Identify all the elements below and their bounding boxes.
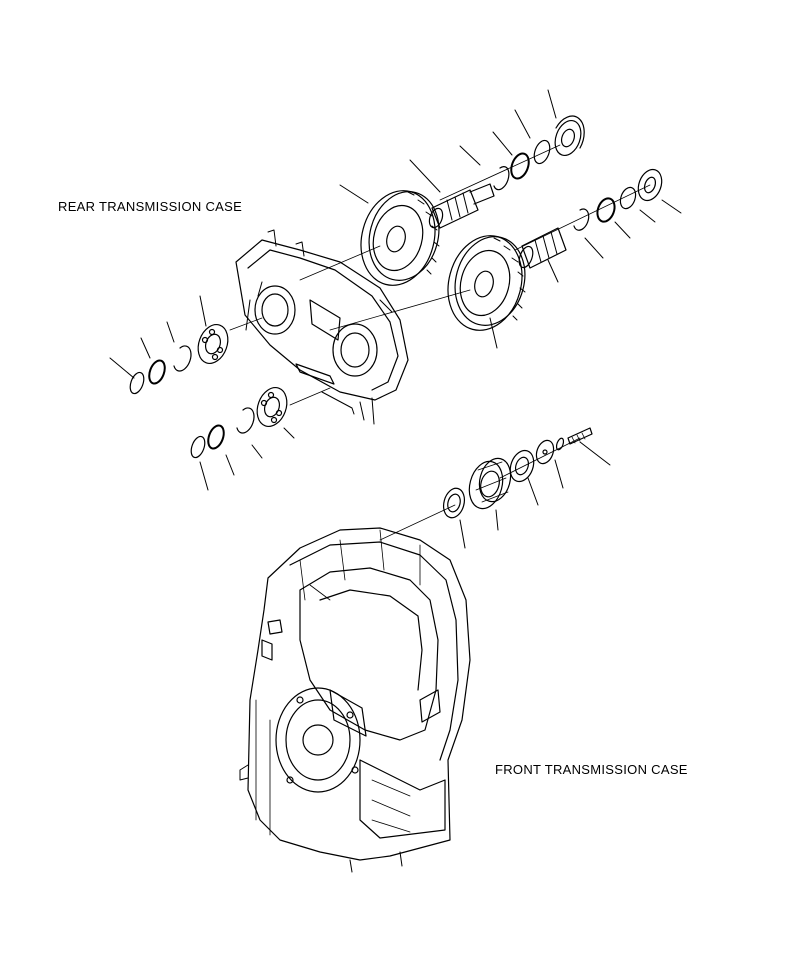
bearing-left-2 bbox=[252, 383, 292, 430]
assembly-axes bbox=[230, 145, 650, 540]
snap-ring-top-2 bbox=[508, 151, 532, 181]
bearing-lower bbox=[506, 447, 538, 485]
bearing-left-1 bbox=[193, 320, 233, 367]
circlip-left-2 bbox=[237, 408, 254, 433]
rear-transmission-case bbox=[236, 230, 408, 424]
bearing-top-right bbox=[551, 116, 586, 159]
large-gear-middle bbox=[438, 227, 535, 338]
circlip-left-1 bbox=[174, 346, 191, 371]
rear-transmission-case-label: REAR TRANSMISSION CASE bbox=[58, 199, 243, 214]
washer-plate bbox=[533, 438, 556, 466]
front-transmission-case-label: FRONT TRANSMISSION CASE bbox=[495, 762, 688, 777]
snap-ring-top-1 bbox=[531, 138, 552, 165]
snap-ring-right-2a bbox=[618, 185, 639, 210]
washer-small bbox=[555, 437, 565, 450]
circlip-top bbox=[494, 167, 509, 190]
pinion-shaft-top bbox=[427, 184, 494, 229]
large-gear-top bbox=[351, 182, 449, 293]
front-transmission-case bbox=[240, 528, 470, 872]
snap-ring-left-3 bbox=[205, 423, 226, 450]
oil-seal bbox=[440, 486, 467, 520]
circlip-right-2 bbox=[574, 209, 589, 230]
bolt bbox=[568, 428, 592, 444]
snap-ring-left-4 bbox=[189, 435, 208, 460]
leader-lines bbox=[110, 90, 681, 548]
snap-ring-right-2b bbox=[594, 196, 617, 224]
bearing-right-2 bbox=[634, 166, 666, 204]
snap-ring-left-1 bbox=[146, 358, 167, 385]
output-gear bbox=[464, 455, 515, 512]
snap-ring-left-2 bbox=[128, 371, 147, 396]
pinion-shaft-middle bbox=[517, 228, 566, 269]
